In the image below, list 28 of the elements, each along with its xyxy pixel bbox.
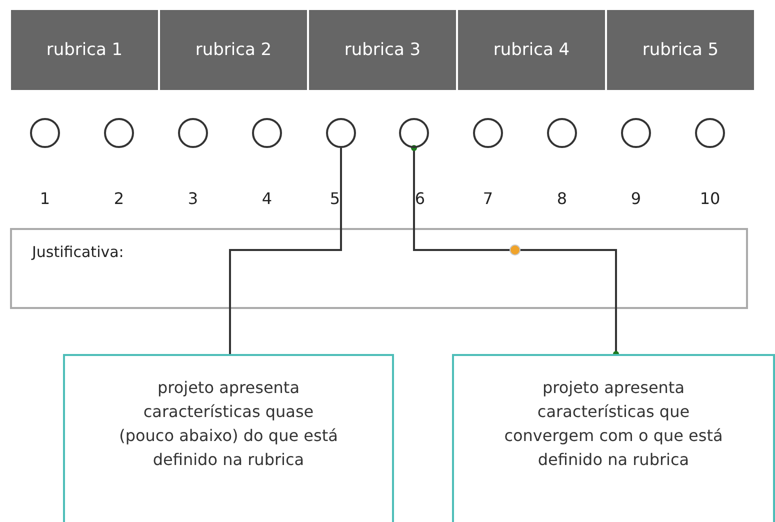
radio-circle	[104, 118, 134, 148]
callout-box: projeto apresenta características que convergem com o que está definido na rubrica	[452, 354, 775, 522]
radio-circle	[30, 118, 60, 148]
scale-number: 7	[482, 189, 494, 208]
rubric-header: rubrica 1	[11, 10, 158, 90]
radio-circle	[399, 118, 429, 148]
radio-circle	[547, 118, 577, 148]
scale-number: 9	[630, 189, 642, 208]
scale-number: 1	[40, 189, 50, 208]
rubric-header: rubrica 3	[309, 10, 456, 90]
radio-circle	[326, 118, 356, 148]
radio-circle	[178, 118, 208, 148]
radio-circle	[695, 118, 725, 148]
scale-number: 2	[114, 189, 124, 208]
radio-circle	[473, 118, 503, 148]
scale-number: 4	[262, 189, 272, 208]
scale-number: 5	[330, 189, 340, 208]
scale-number: 6	[414, 189, 426, 208]
scale-number: 10	[700, 189, 720, 208]
field-label: Justificativa:	[32, 243, 124, 261]
radio-circle	[252, 118, 282, 148]
rubric-header: rubrica 2	[160, 10, 307, 90]
callout-box: projeto apresenta características quase (pouco abaixo) do que está definido na rubrica	[63, 354, 394, 522]
rubric-header: rubrica 5	[607, 10, 754, 90]
radio-circle	[621, 118, 651, 148]
rubric-header: rubrica 4	[458, 10, 605, 90]
scale-number: 3	[188, 189, 198, 208]
scale-number: 8	[556, 189, 568, 208]
